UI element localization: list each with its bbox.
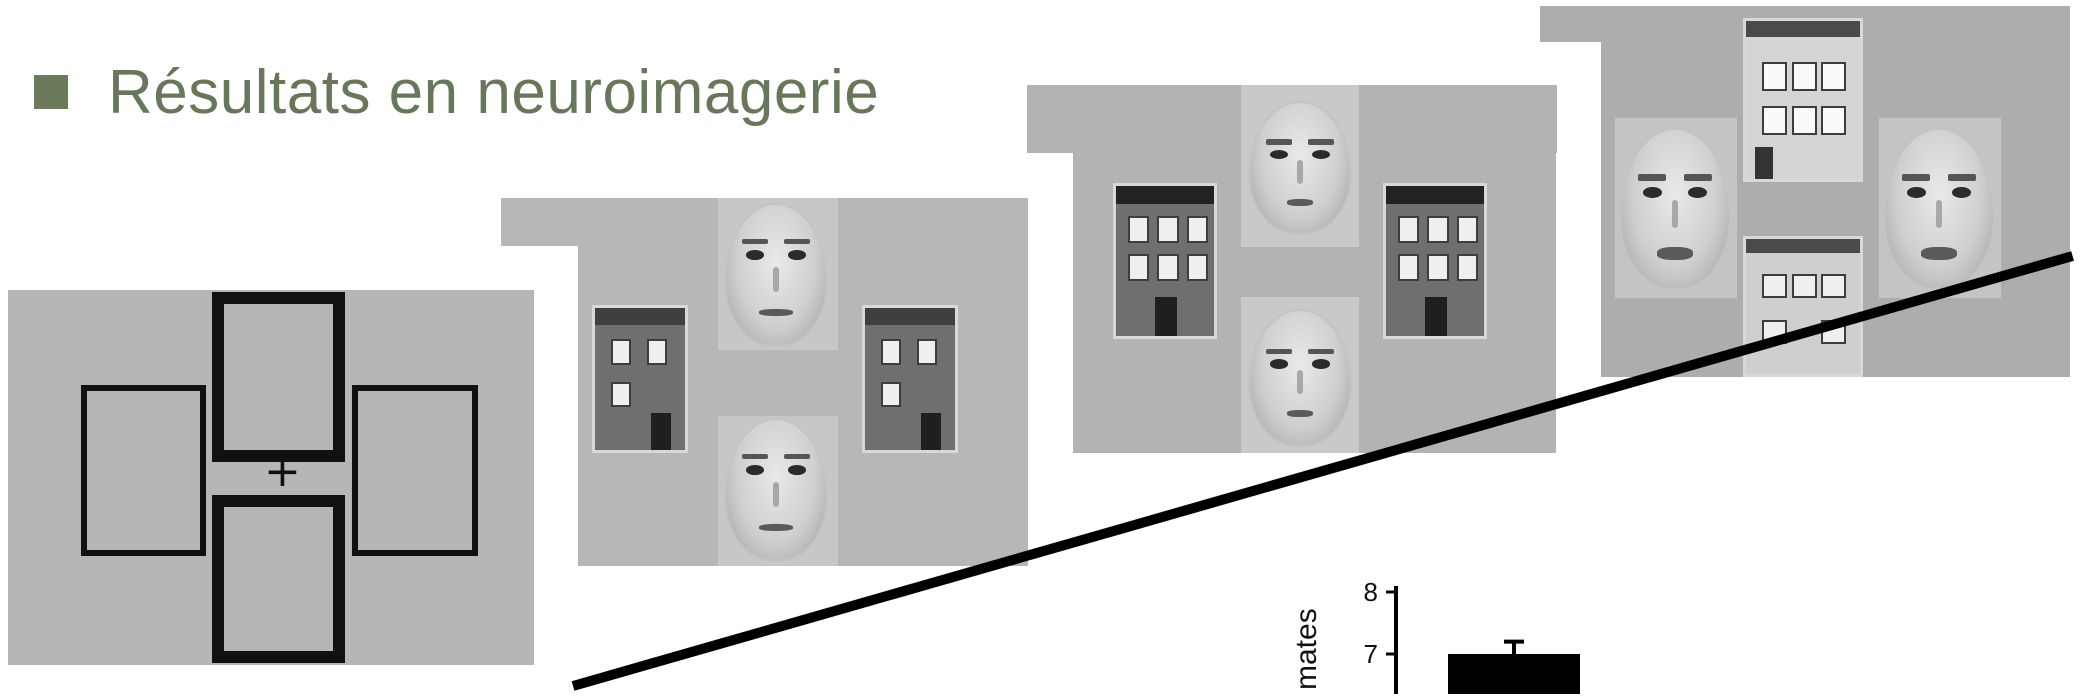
y-tick-label: 7 [1364, 639, 1378, 669]
left-frame [81, 385, 206, 556]
slide-title: Résultats en neuroimagerie [108, 57, 880, 127]
face-top [726, 205, 826, 345]
house-right-brick [1383, 183, 1487, 339]
y-axis-label: mates [1290, 608, 1323, 690]
house-left [592, 305, 688, 453]
top-frame [212, 292, 345, 462]
y-tick-label: 8 [1364, 577, 1378, 607]
fixation-cross-icon: + [264, 446, 301, 497]
bar-chart-fragment: 8 7 mates [1270, 550, 1690, 694]
stimulus-panel-fixation: + [8, 290, 534, 665]
face-bottom [726, 420, 826, 560]
house-right [862, 305, 958, 453]
face-bottom-neutral [1250, 311, 1350, 445]
face-left-fearful [1621, 130, 1729, 288]
house-top-victorian [1743, 18, 1863, 182]
bar [1448, 654, 1580, 694]
slide-title-area: Résultats en neuroimagerie [34, 52, 879, 132]
house-bottom-victorian [1743, 236, 1863, 377]
bar-chart-svg: 8 7 mates [1290, 577, 1580, 694]
bottom-frame [212, 495, 345, 663]
stimulus-panel-fearful-faces [578, 198, 1028, 566]
face-right-fearful [1885, 130, 1993, 288]
right-frame [352, 385, 478, 556]
stimulus-panel-neutral-faces [1073, 85, 1556, 453]
house-left-brick [1113, 183, 1217, 339]
square-bullet-icon [34, 75, 68, 109]
stimulus-panel-houses-vertical [1601, 6, 2070, 377]
face-top-neutral [1250, 103, 1350, 233]
